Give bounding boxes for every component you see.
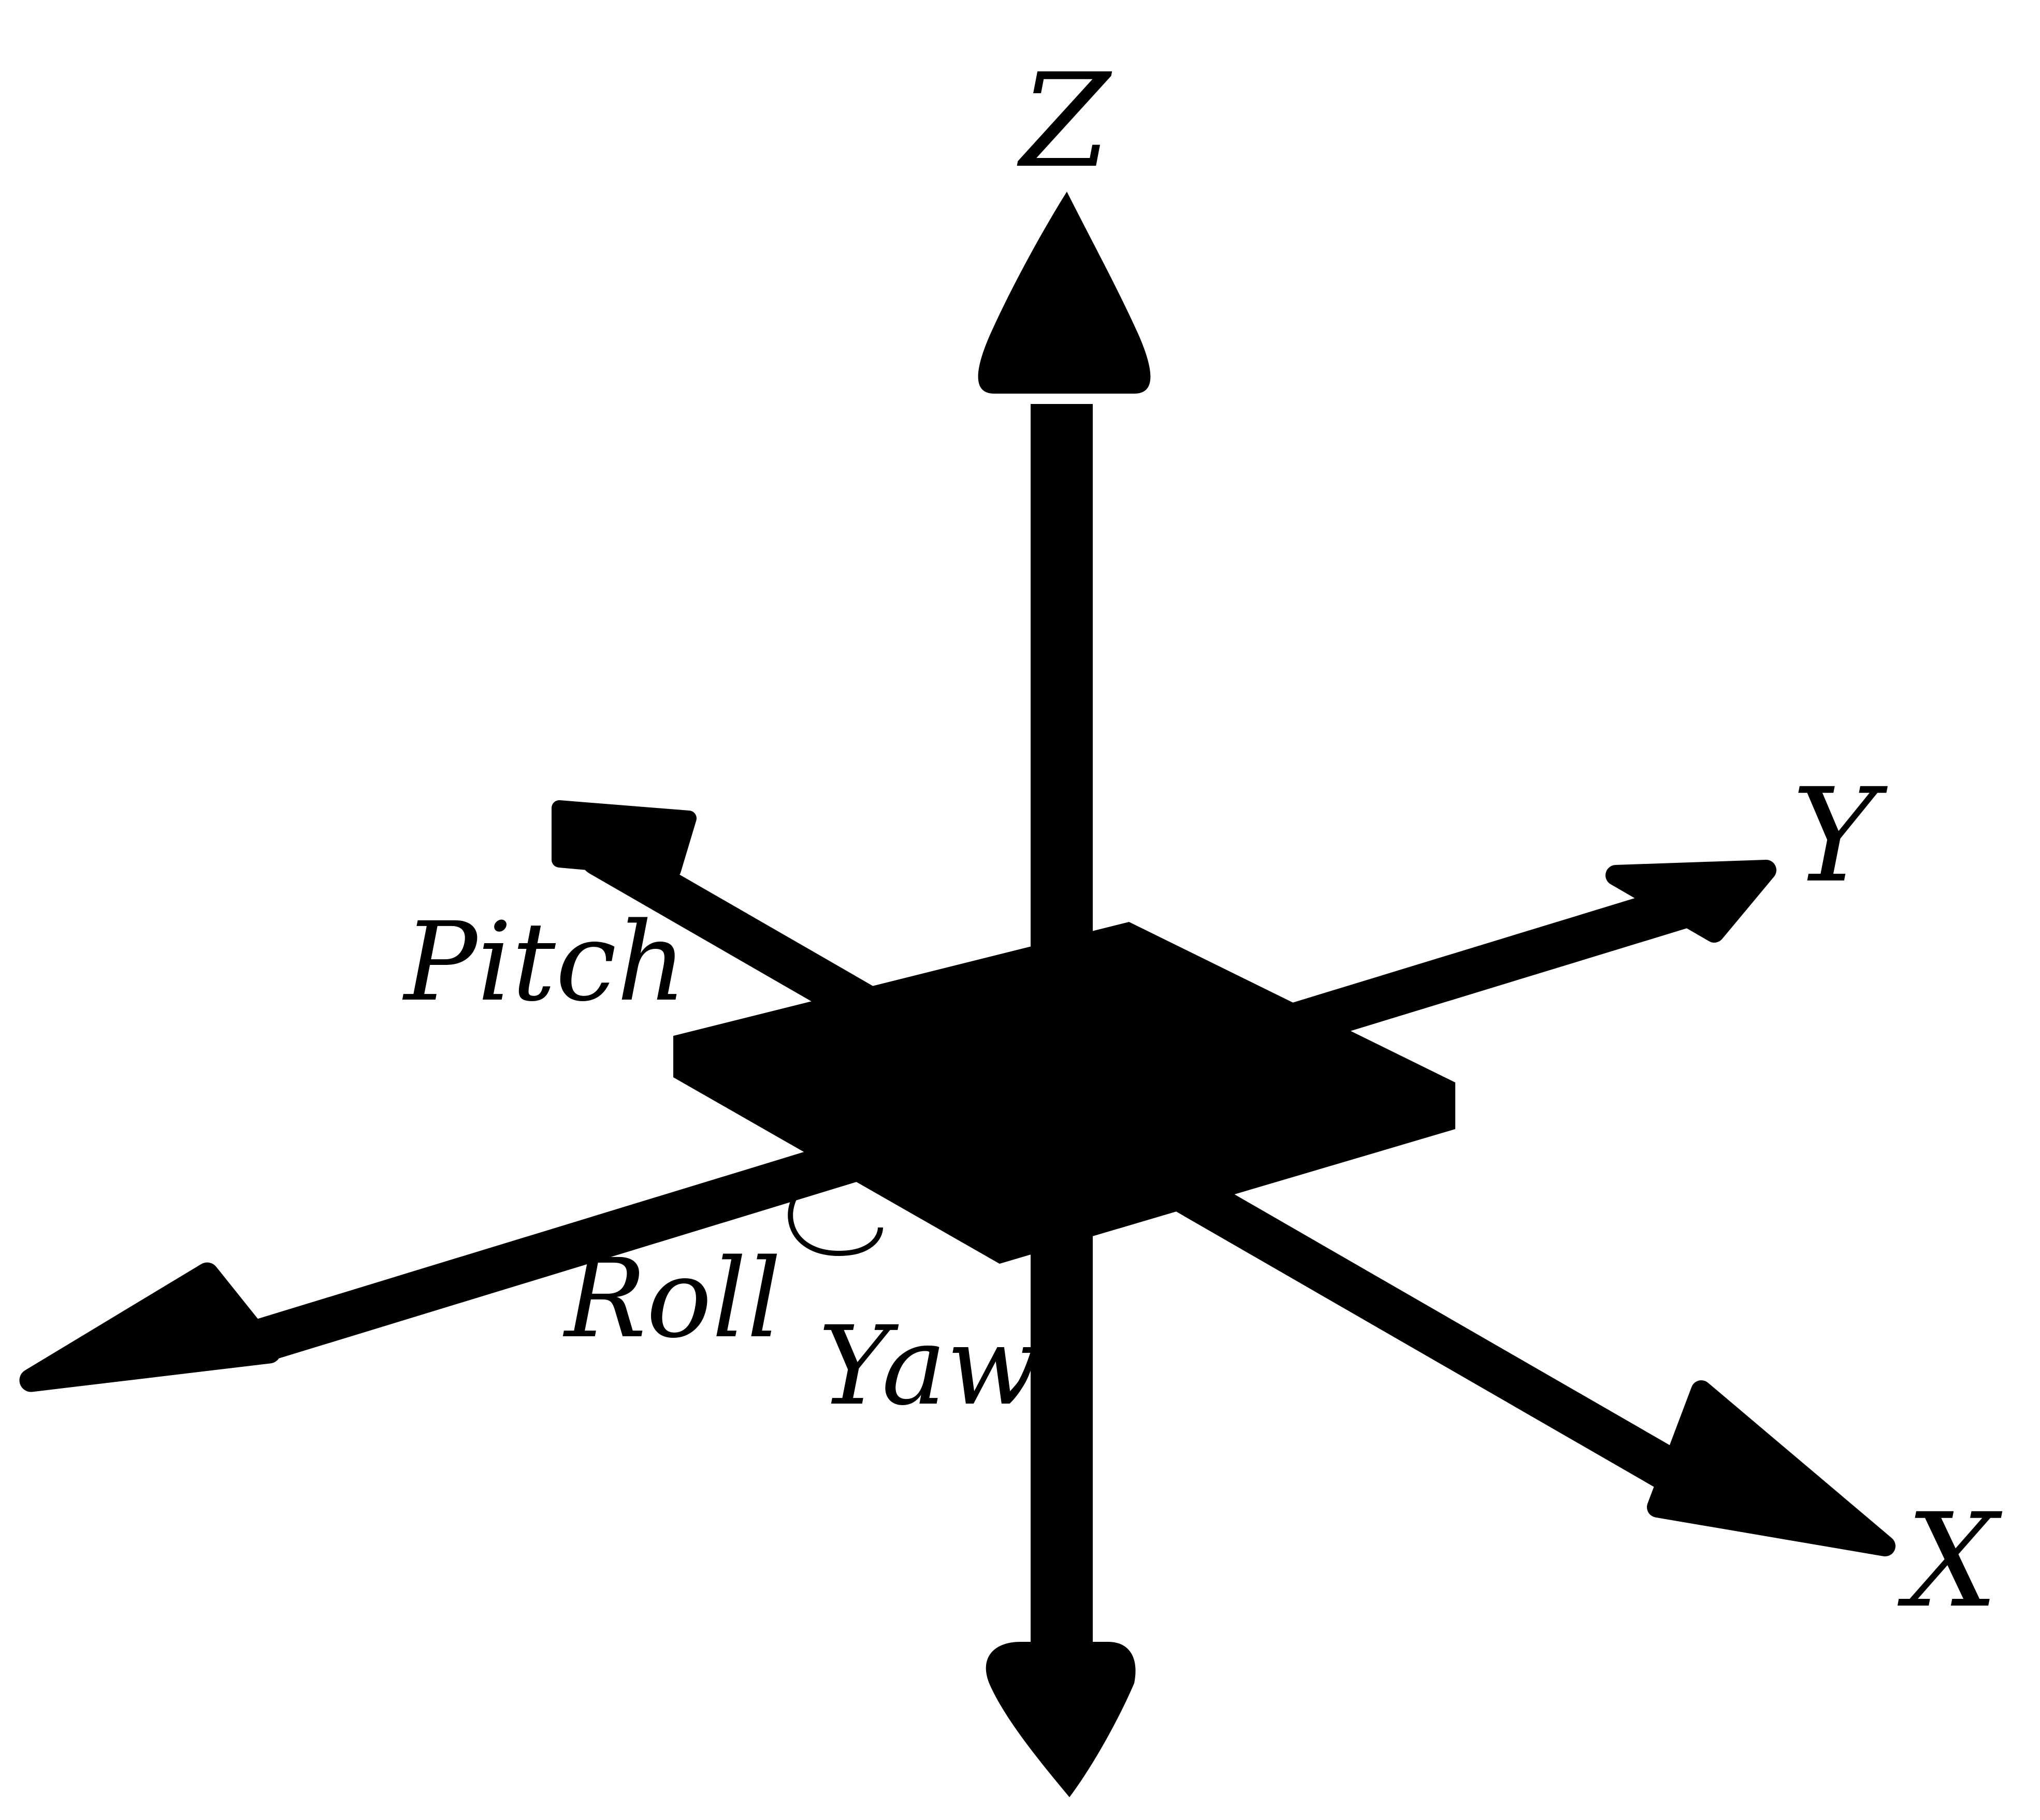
y-axis-label: Y	[1792, 760, 1888, 911]
y-axis-arrowhead	[1605, 860, 1776, 943]
x-axis-label: X	[1897, 1485, 2003, 1636]
roll-arrowhead	[19, 1262, 281, 1392]
pitch-arrow-tail	[552, 800, 697, 878]
z-axis-down-arrowhead	[986, 1642, 1136, 1797]
pitch-label: Pitch	[402, 899, 687, 1025]
rotation-curl-icon	[788, 1179, 883, 1256]
z-axis-label: Z	[1017, 46, 1112, 196]
z-axis-up-arrowhead	[978, 192, 1151, 394]
yaw-label: Yaw	[818, 1303, 1039, 1429]
roll-label: Roll	[562, 1235, 782, 1362]
center-platform	[673, 922, 1455, 1264]
x-axis-arrowhead	[1647, 1380, 1896, 1556]
